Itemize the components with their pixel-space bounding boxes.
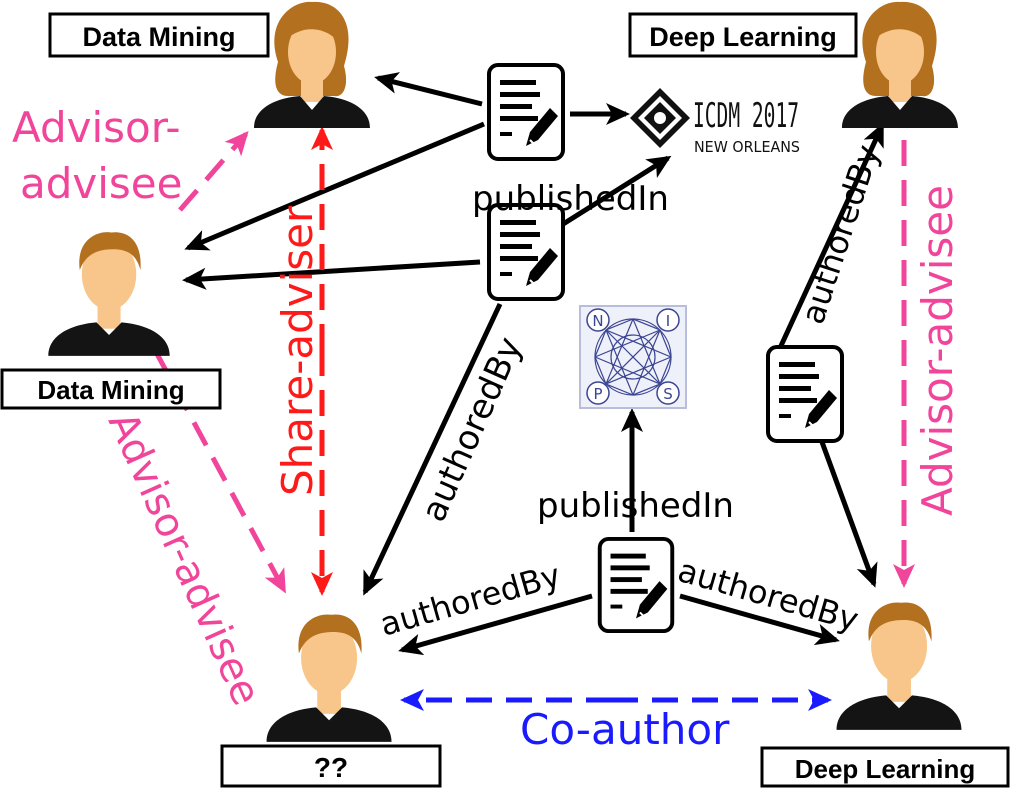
node-label-unknown: ?? [220, 744, 442, 788]
relation-label-advisor-left: Advisor-advisee [99, 405, 269, 712]
edge-paper4-to-unknown [398, 593, 593, 656]
node-label-text: Data Mining [83, 22, 236, 52]
person-icon [254, 1, 370, 129]
node-label-dl-top: Deep Learning [628, 12, 858, 58]
edge-label-authored-by-right-top: authoredBy [793, 140, 887, 328]
paper-icon [489, 205, 563, 299]
paper-icon [768, 347, 842, 441]
icdm-location: NEW ORLEANS [694, 138, 800, 156]
node-label-text: Deep Learning [795, 754, 976, 784]
advisor-edge-top [178, 130, 249, 212]
relation-label-share-adviser: Share-adviser [273, 205, 322, 496]
authored-by-edges [182, 72, 885, 656]
paper-icon [600, 539, 673, 631]
edge-label-published-in-nips: publishedIn [537, 486, 734, 526]
edge-label-published-in-icdm: publishedIn [472, 179, 669, 219]
node-label-text: Deep Learning [649, 22, 837, 52]
person-icon [266, 614, 392, 742]
nips-logo: N I P S [579, 305, 687, 409]
edge-paper1-to-dm-mid [184, 121, 485, 251]
edge-label-authored-by-bottom-right: authoredBy [674, 551, 863, 639]
node-label-text: ?? [314, 752, 348, 783]
edge-paper3-to-dl-top [777, 122, 885, 350]
relation-label-advisor-top-line1: Advisor- [12, 103, 181, 152]
edge-paper2-to-unknown [362, 302, 503, 596]
person-icon [842, 1, 958, 129]
nips-letter-n: N [592, 312, 603, 330]
icdm-title: ICDM 2017 [693, 96, 799, 136]
edge-paper2-to-dm-mid [182, 259, 481, 290]
relation-label-co-author: Co-author [520, 705, 730, 754]
relation-label-advisor-right: Advisor-advisee [913, 185, 962, 516]
node-label-dm-top: Data Mining [48, 12, 270, 58]
edge-paper4-to-dl-bottom [679, 593, 840, 646]
node-label-dm-mid: Data Mining [0, 368, 222, 410]
node-label-dl-bottom: Deep Learning [760, 746, 1010, 788]
edge-paper3-to-dl-bottom [819, 441, 878, 588]
node-label-text: Data Mining [37, 375, 184, 405]
icdm-logo: ICDM 2017 NEW ORLEANS [630, 88, 800, 156]
edge-paper2-to-icdm [558, 155, 672, 229]
relation-label-advisor-top-line2: advisee [20, 159, 182, 208]
edge-paper1-to-dm-top [374, 72, 483, 107]
paper-icon [487, 63, 565, 161]
nips-letter-p: P [593, 385, 602, 403]
nips-letter-i: I [666, 312, 670, 330]
nips-letter-s: S [663, 385, 673, 403]
person-icon [48, 232, 170, 356]
